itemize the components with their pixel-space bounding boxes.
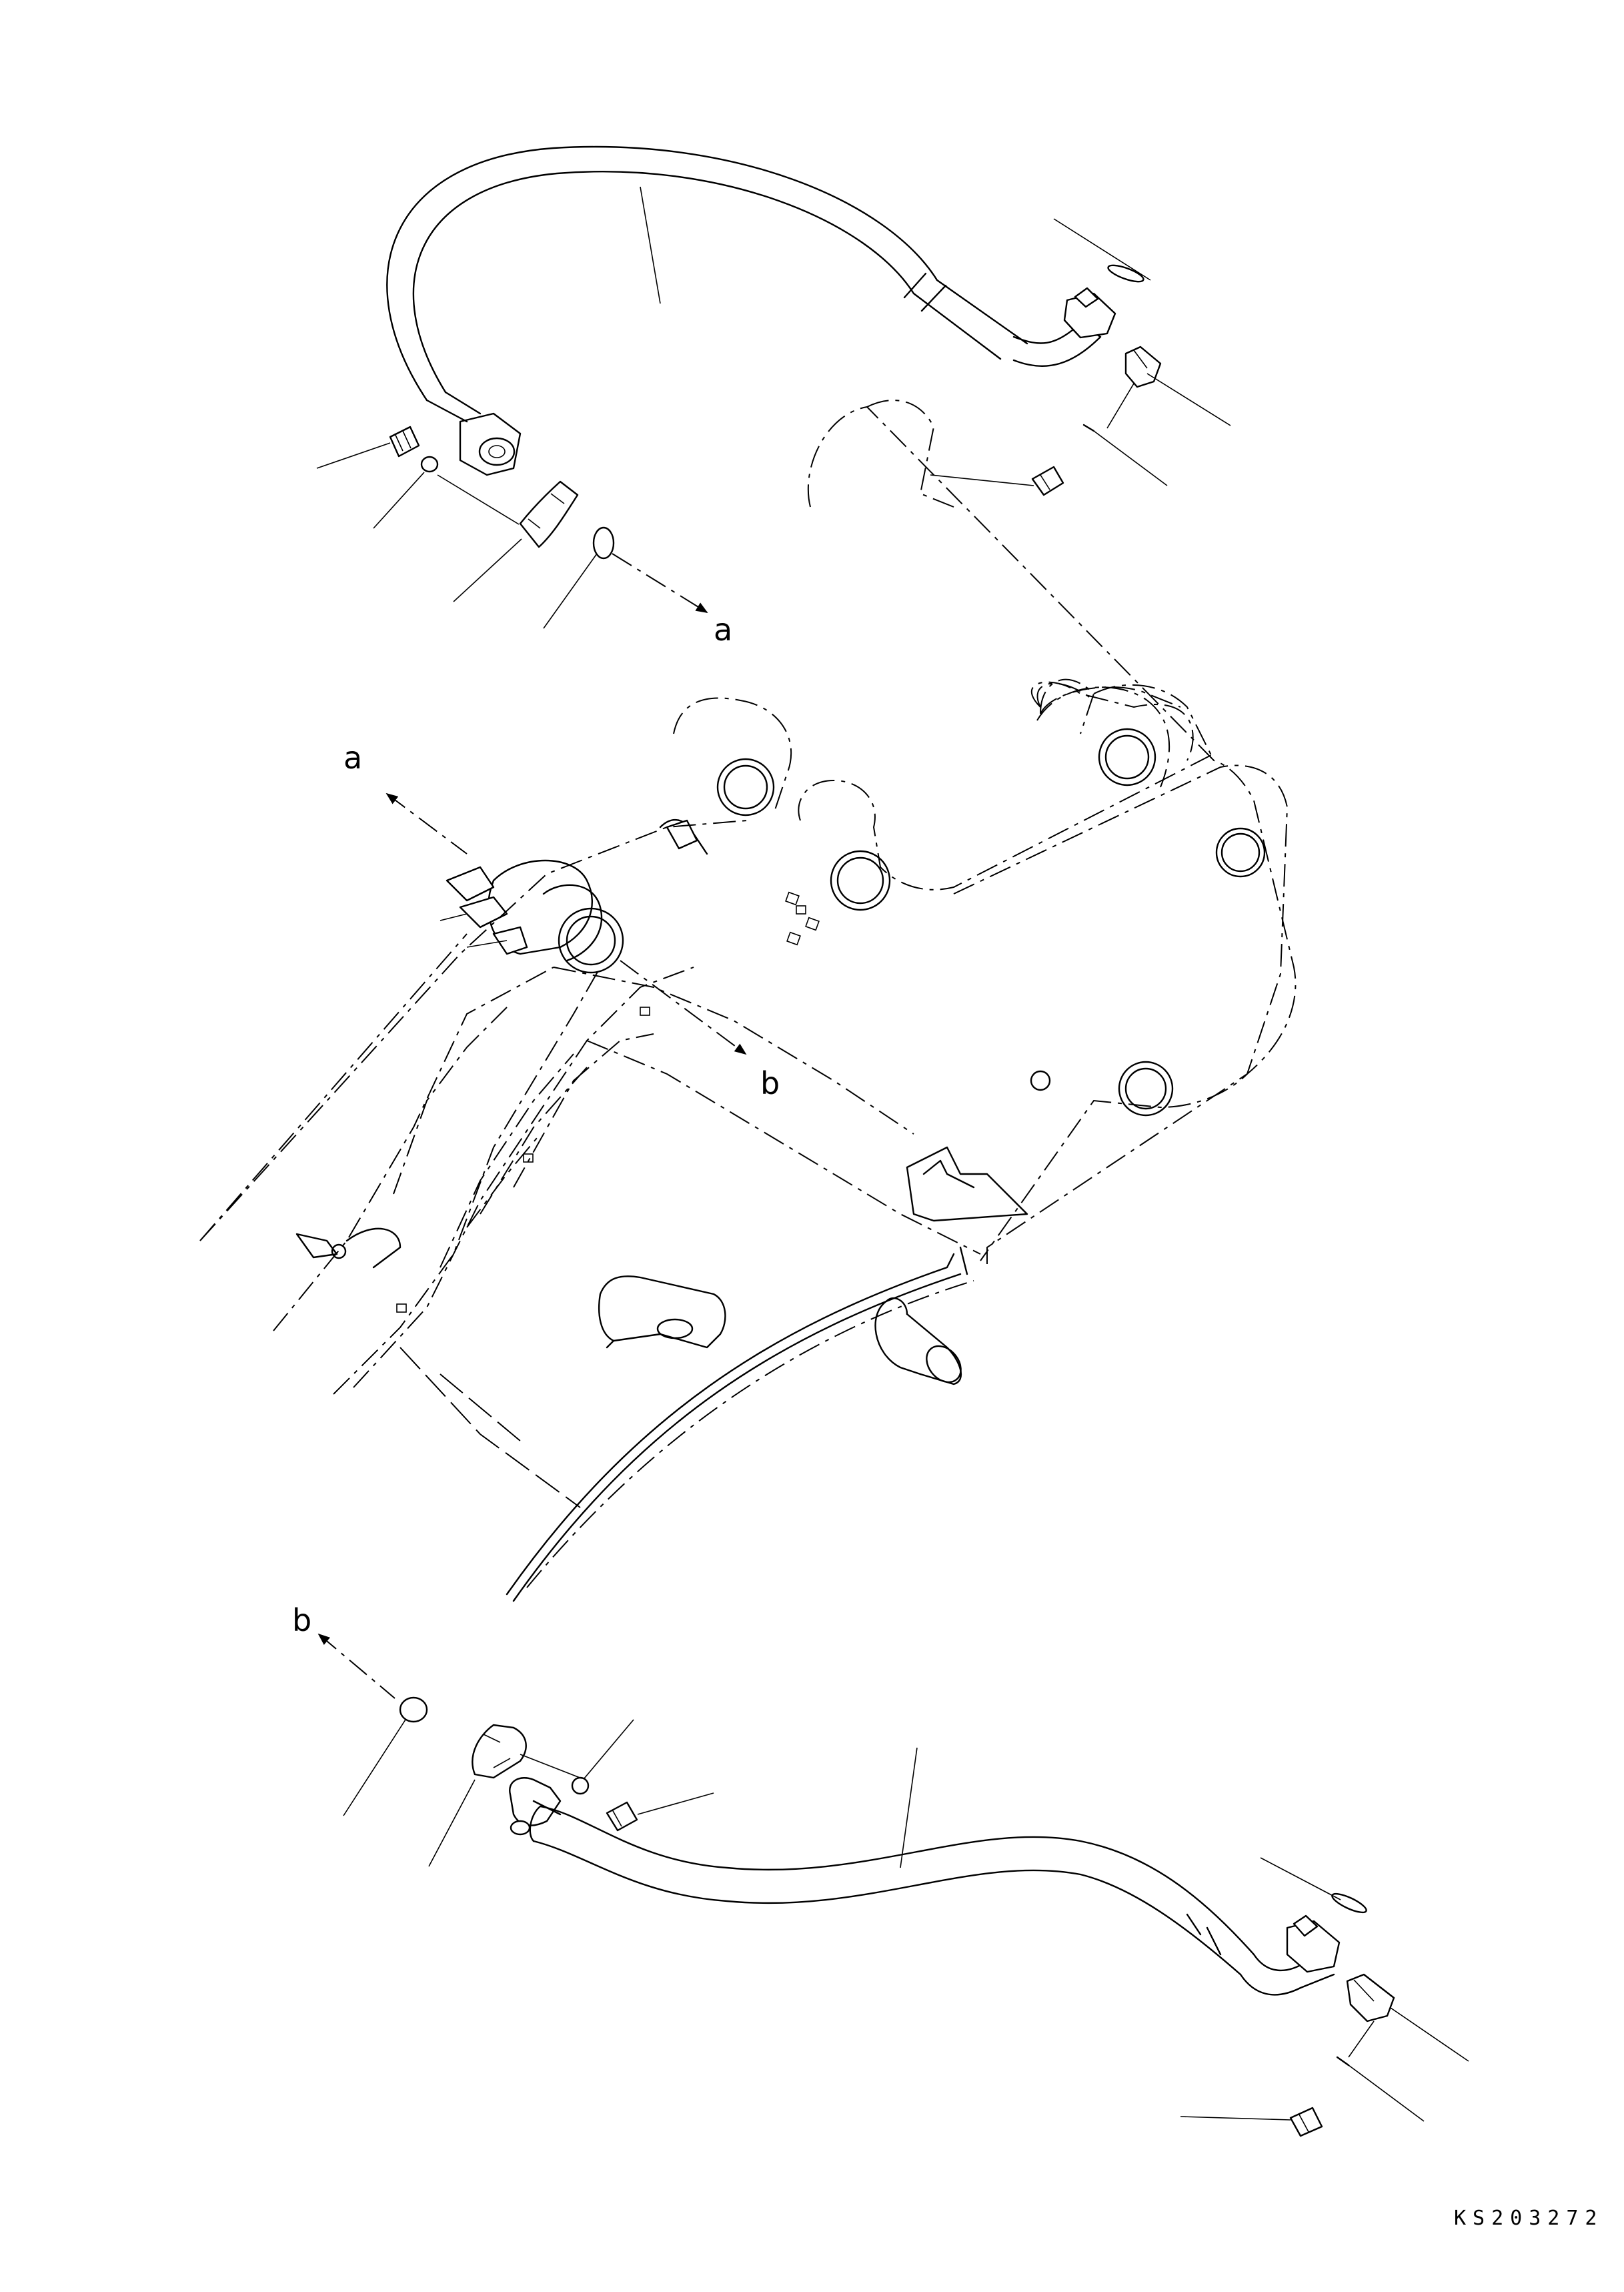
drawing-code: KS203272: [1454, 2207, 1604, 2230]
pin-boss-lower-right: [1118, 1061, 1174, 1117]
lower-o-ring: [399, 1696, 428, 1723]
upper-hose-assembly: a: [316, 145, 1231, 648]
arm-main-plate: [807, 406, 1297, 1267]
upper-flange-half: [519, 480, 579, 548]
upper-washer: [420, 456, 439, 473]
callout-a-top: a: [714, 612, 732, 648]
upper-split-flange-end: [426, 391, 522, 476]
arrow-from-a: [385, 792, 468, 854]
lower-washer: [571, 1776, 590, 1795]
lower-flange-half: [472, 1724, 527, 1779]
upper-hose: [386, 145, 1028, 402]
arm-structure: [199, 400, 1297, 1602]
lower-hose: [539, 1805, 1255, 1956]
lower-leader-lines: [343, 1719, 1469, 2122]
pin-boss-middle: [830, 850, 891, 911]
arm-body: [199, 820, 748, 1241]
lower-screw: [1289, 2107, 1323, 2137]
upper-pin: [1082, 424, 1095, 432]
boom-cylinder-head: [440, 859, 624, 974]
upper-screw: [1031, 466, 1064, 496]
upper-right-o-ring: [1107, 264, 1144, 283]
lower-right-adapter: [1346, 1973, 1395, 2023]
pin-boss-upper-left: [716, 758, 775, 816]
pin-boss-far-right: [1215, 827, 1266, 878]
lower-pin: [1336, 2056, 1350, 2067]
arrow-to-a: [612, 553, 708, 613]
upper-leader-lines: [316, 186, 1231, 629]
callout-b-middle: b: [760, 1065, 780, 1101]
bracket-lug: [598, 1275, 726, 1349]
lower-hose-assembly: b: [292, 1602, 1469, 2137]
lower-bolt: [606, 1801, 638, 1832]
arrow-from-b: [317, 1633, 395, 1699]
callout-a-middle: a: [343, 740, 362, 776]
arm-lower-plate: [506, 1253, 955, 1596]
shaft-pin: [874, 1297, 962, 1385]
lower-split-flange-end: [509, 1777, 562, 1836]
pin-boss-upper-right: [1098, 728, 1156, 786]
upper-right-adapter: [1124, 346, 1162, 388]
upper-o-ring: [592, 526, 615, 560]
lower-elbow-fitting: [1286, 1914, 1341, 1973]
upper-bolt: [389, 426, 420, 458]
lower-right-o-ring: [1331, 1892, 1367, 1914]
arrow-to-b: [620, 960, 747, 1055]
arm-rear-ear: [1030, 681, 1194, 761]
grease-fitting: [295, 1227, 401, 1269]
callout-b-bottom: b: [292, 1602, 311, 1638]
upper-elbow-fitting: [1063, 287, 1116, 339]
